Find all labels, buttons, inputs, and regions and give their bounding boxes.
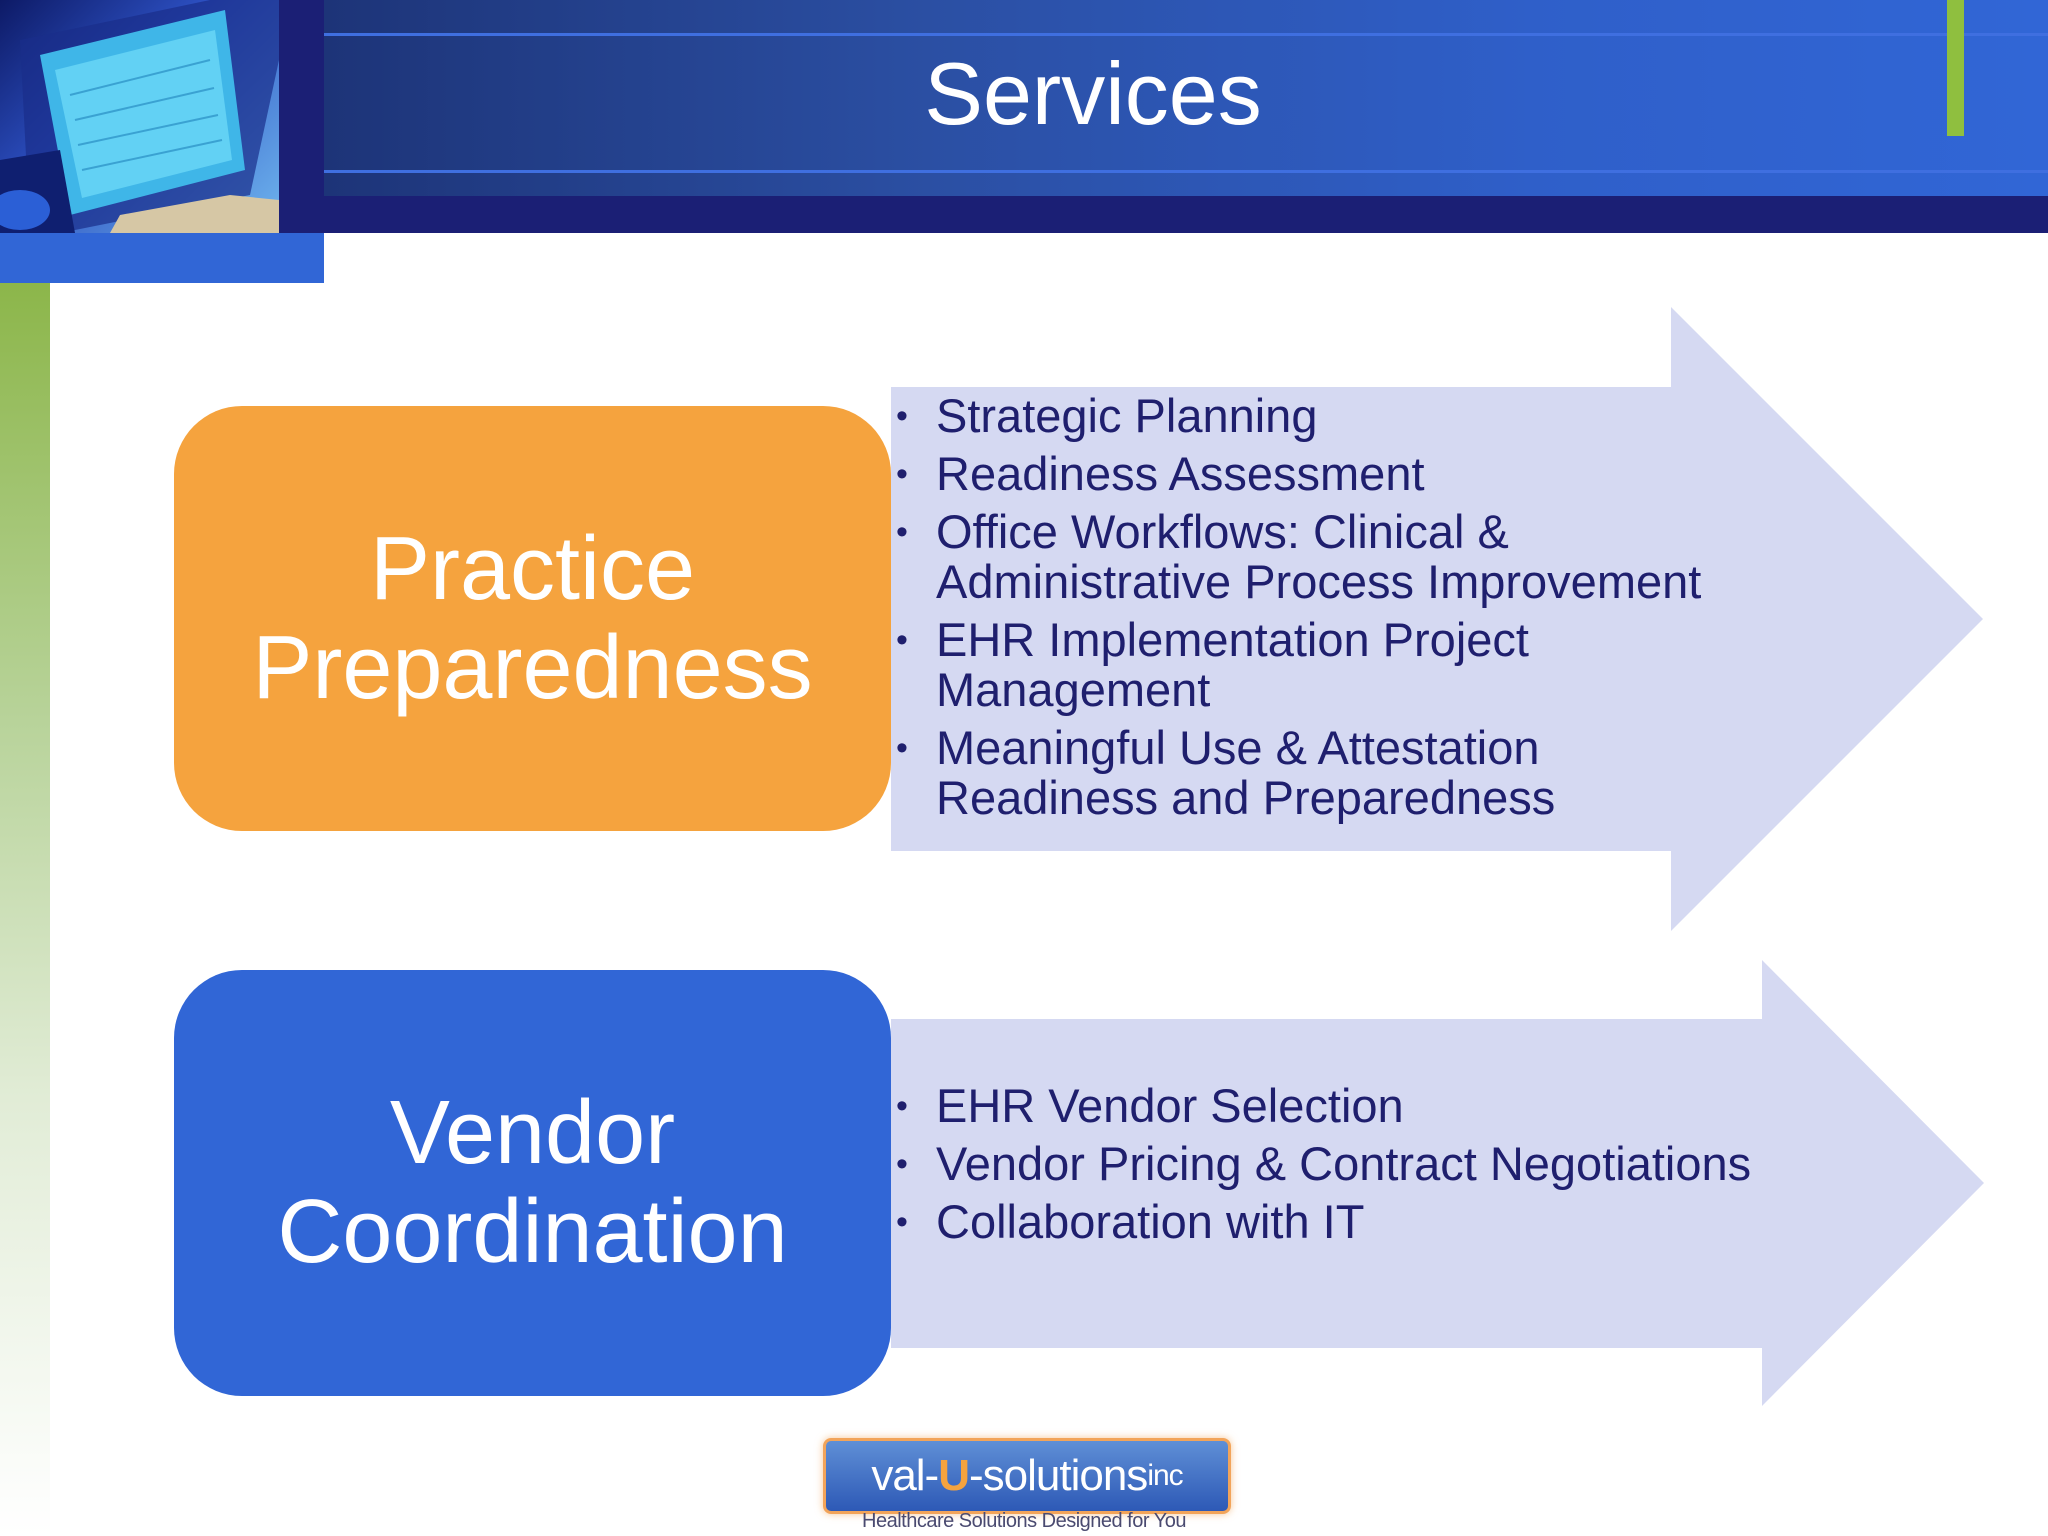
- logo-text-part1: val-: [871, 1451, 939, 1500]
- vendor-label-line2: Coordination: [277, 1182, 788, 1282]
- bullet-text: Strategic Planning: [936, 389, 1318, 442]
- bullet-text-continued: Administrative Process Improvement: [936, 555, 1702, 608]
- vendor-bullet-list: • EHR Vendor Selection • Vendor Pricing …: [896, 1081, 1816, 1255]
- logo-tagline: Healthcare Solutions Designed for You: [862, 1510, 1186, 1532]
- bullet-icon: •: [896, 1087, 908, 1125]
- practice-arrow: [891, 307, 1983, 931]
- logo-text-part3: -solutions: [969, 1451, 1148, 1500]
- bullet-text: EHR Implementation Project: [936, 613, 1529, 666]
- practice-label-line2: Preparedness: [252, 617, 813, 718]
- list-item: • EHR Implementation Project Management: [896, 615, 1766, 715]
- left-green-gradient-bar: [0, 283, 50, 1536]
- computer-image: [0, 0, 279, 233]
- bullet-text: Meaningful Use & Attestation: [936, 721, 1540, 774]
- bullet-icon: •: [896, 455, 908, 493]
- bullet-icon: •: [896, 1145, 908, 1183]
- title-bar-bottom-line: [324, 170, 2048, 173]
- slide-title: Services: [924, 44, 1262, 143]
- bullet-icon: •: [896, 1203, 908, 1241]
- bullet-text-continued: Management: [936, 663, 1211, 716]
- list-item: • Strategic Planning: [896, 391, 1766, 441]
- header-green-accent: [1947, 0, 1964, 136]
- bullet-icon: •: [896, 729, 908, 767]
- logo-text-u: U: [938, 1451, 970, 1500]
- left-blue-block: [0, 233, 324, 283]
- bullet-text: Office Workflows: Clinical &: [936, 505, 1509, 558]
- practice-bullet-list: • Strategic Planning • Readiness Assessm…: [896, 391, 1766, 831]
- bullet-text-continued: Readiness and Preparedness: [936, 771, 1556, 824]
- bullet-icon: •: [896, 513, 908, 551]
- list-item: • Meaningful Use & Attestation Readiness…: [896, 723, 1766, 823]
- vendor-label-line1: Vendor: [389, 1083, 676, 1183]
- list-item: • EHR Vendor Selection: [896, 1081, 1816, 1131]
- list-item: • Collaboration with IT: [896, 1197, 1816, 1247]
- bullet-icon: •: [896, 621, 908, 659]
- vendor-coordination-box: Vendor Coordination: [174, 970, 891, 1396]
- practice-label-line1: Practice: [369, 518, 696, 619]
- bullet-text: Collaboration with IT: [936, 1195, 1365, 1248]
- bullet-text: Readiness Assessment: [936, 447, 1425, 500]
- title-bar-top-line: [324, 33, 2048, 36]
- bullet-text: Vendor Pricing & Contract Negotiations: [936, 1137, 1752, 1190]
- list-item: • Office Workflows: Clinical & Administr…: [896, 507, 1766, 607]
- bullet-text: EHR Vendor Selection: [936, 1079, 1404, 1132]
- title-bar: [324, 0, 2048, 196]
- list-item: • Vendor Pricing & Contract Negotiations: [896, 1139, 1816, 1189]
- vendor-arrow: [891, 960, 1984, 1406]
- list-item: • Readiness Assessment: [896, 449, 1766, 499]
- logo-text-inc: inc: [1147, 1459, 1183, 1492]
- practice-preparedness-box: Practice Preparedness: [174, 406, 891, 831]
- bullet-icon: •: [896, 397, 908, 435]
